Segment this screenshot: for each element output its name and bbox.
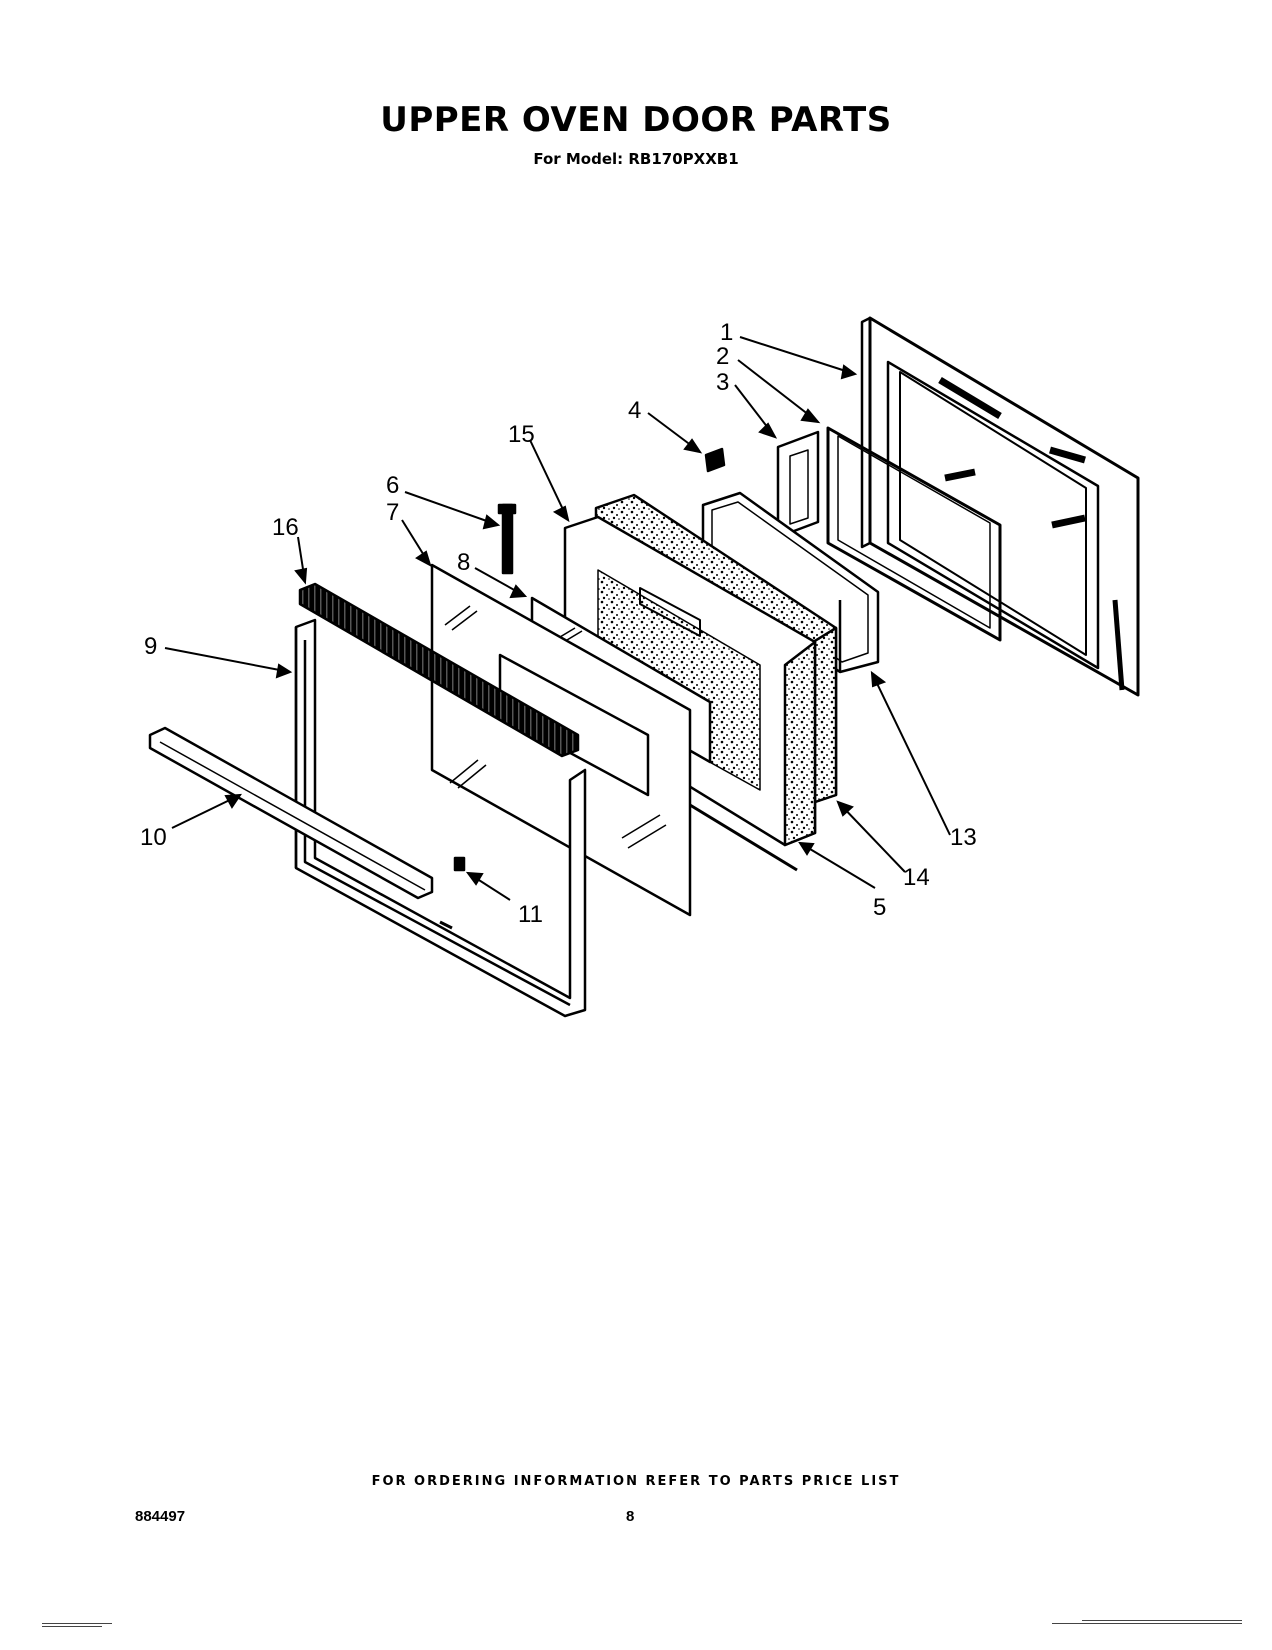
model-subtitle: For Model: RB170PXXB1 bbox=[533, 150, 739, 168]
callout-6: 6 bbox=[386, 472, 399, 499]
callout-10: 10 bbox=[140, 824, 167, 851]
callout-4: 4 bbox=[628, 397, 641, 424]
part-11-screw bbox=[453, 856, 466, 872]
callout-16: 16 bbox=[272, 514, 299, 541]
callout-8: 8 bbox=[457, 549, 470, 576]
callout-7: 7 bbox=[386, 499, 399, 526]
part-10-door-handle bbox=[148, 726, 434, 900]
callout-15: 15 bbox=[508, 421, 535, 448]
callout-11: 11 bbox=[518, 901, 543, 928]
fine-print-right bbox=[1052, 1620, 1242, 1624]
part-3-insulation-baffle bbox=[776, 430, 820, 539]
callout-14: 14 bbox=[903, 864, 930, 891]
callout-2: 2 bbox=[716, 343, 729, 370]
part-9-outer-door-frame bbox=[294, 618, 587, 1018]
part-4-clip bbox=[704, 447, 726, 473]
document-number: 884497 bbox=[135, 1508, 186, 1525]
part-1-inner-door-panel bbox=[860, 316, 1140, 697]
part-5-glass-pack bbox=[689, 803, 798, 872]
callout-3: 3 bbox=[716, 369, 729, 396]
fine-print-left bbox=[42, 1623, 112, 1627]
part-15-door-liner bbox=[563, 515, 817, 847]
callout-5: 5 bbox=[873, 894, 886, 921]
callout-1: 1 bbox=[720, 319, 733, 346]
part-16-vent-trim bbox=[298, 582, 580, 758]
page-title: UPPER OVEN DOOR PARTS bbox=[380, 100, 892, 140]
leader-lines bbox=[164, 336, 951, 901]
part-6-hinge-link bbox=[497, 503, 517, 575]
part-2-door-gasket bbox=[826, 426, 1002, 642]
callout-labels: 1 2 3 4 5 6 7 8 9 10 11 13 14 15 16 bbox=[140, 319, 977, 928]
callout-9: 9 bbox=[144, 633, 157, 660]
callout-13: 13 bbox=[950, 824, 977, 851]
page-number: 8 bbox=[626, 1508, 635, 1525]
ordering-note: FOR ORDERING INFORMATION REFER TO PARTS … bbox=[371, 1474, 901, 1489]
